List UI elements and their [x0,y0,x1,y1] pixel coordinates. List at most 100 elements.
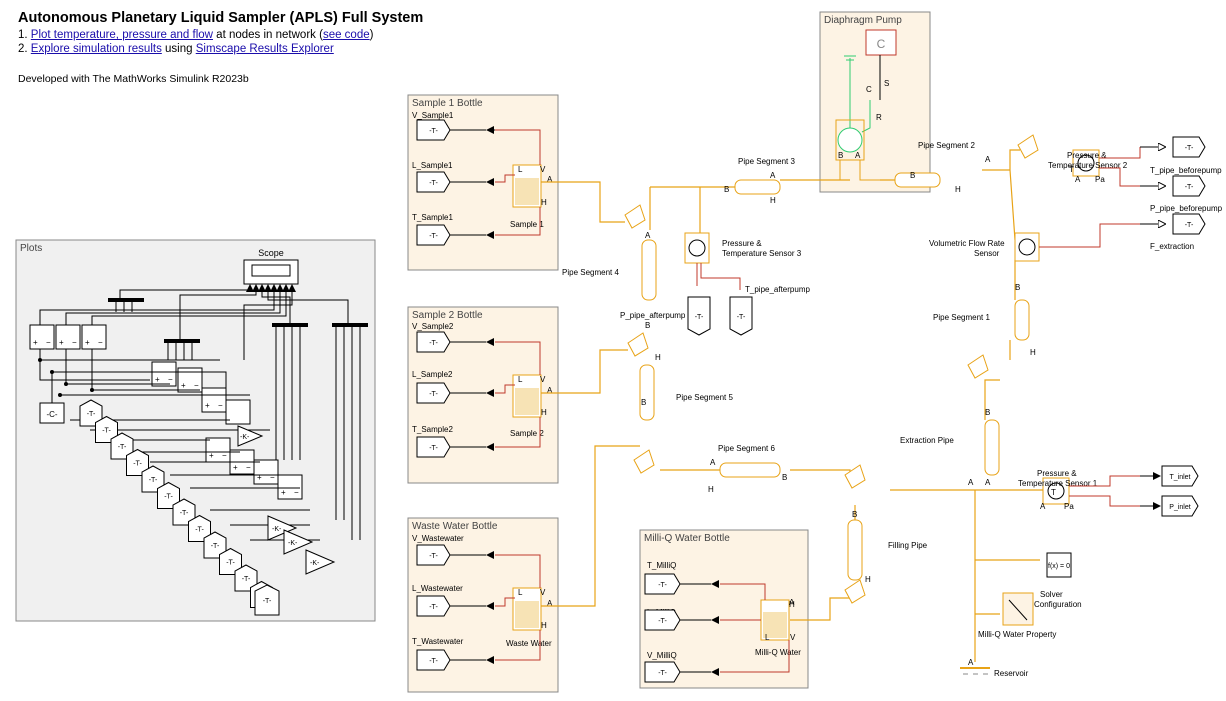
svg-text:B: B [852,510,857,519]
property-label: Milli-Q Water Property [978,630,1056,639]
l-sample1-label: L_Sample1 [412,161,453,170]
seg3-label: Pipe Segment 3 [738,157,795,166]
svg-text:H: H [655,353,661,362]
svg-text:A: A [968,478,974,487]
svg-text:A: A [985,155,991,164]
t-pipe-after-goto: -T- [730,297,752,335]
v-milliq-label: V_MilliQ [647,651,677,660]
svg-text:+: + [155,375,160,384]
svg-text:-T-: -T- [211,543,220,550]
svg-text:-T-: -T- [195,527,204,534]
svg-text:Sample 2 Bottle: Sample 2 Bottle [412,310,483,321]
reservoir-label: Reservoir [994,669,1029,678]
svg-text:V: V [540,375,546,384]
svg-text:Milli-Q Water: Milli-Q Water [755,648,801,657]
svg-text:C: C [877,37,886,51]
svg-text:−: − [46,338,51,347]
l-sample2-goto: -T- [417,383,450,403]
svg-text:-T-: -T- [658,618,667,625]
svg-text:+: + [205,401,210,410]
svg-text:B: B [910,171,915,180]
l-sample2-label: L_Sample2 [412,370,453,379]
svg-text:A: A [855,151,861,160]
l-milliq-goto: -T- [645,610,680,630]
svg-text:H: H [541,621,547,630]
sensor3-label-b: Temperature Sensor 3 [722,249,802,258]
svg-text:−: − [98,338,103,347]
svg-text:V: V [540,588,546,597]
svg-text:-T-: -T- [658,582,667,589]
svg-text:-T-: -T- [429,128,438,135]
svg-text:S: S [884,79,889,88]
seg6-label: Pipe Segment 6 [718,444,775,453]
f-extraction-label: F_extraction [1150,242,1194,251]
svg-text:A: A [547,175,553,184]
svg-text:Waste Water: Waste Water [506,639,552,648]
svg-text:A: A [547,386,553,395]
svg-text:+: + [33,338,38,347]
svg-text:T: T [1069,165,1074,174]
plots-subsystem[interactable]: Plots Scope [16,240,375,621]
svg-text:C: C [866,85,872,94]
solver-label-a: Solver [1040,590,1063,599]
svg-text:B: B [1015,283,1020,292]
svg-text:A: A [985,478,991,487]
svg-text:H: H [541,408,547,417]
p-pipe-before-goto: -T- [1173,176,1205,196]
svg-text:L: L [518,165,523,174]
solver-label-b: Configuration [1034,600,1082,609]
p-pipe-after-label: P_pipe_afterpump [620,311,686,320]
t-pipe-before-goto: -T- [1173,137,1205,157]
svg-text:B: B [838,151,843,160]
svg-text:Milli-Q Water Bottle: Milli-Q Water Bottle [644,533,730,544]
svg-text:Pa: Pa [1064,502,1074,511]
svg-text:H: H [955,185,961,194]
svg-text:-T-: -T- [429,340,438,347]
filling-label: Filling Pipe [888,541,928,550]
svg-text:-T-: -T- [695,314,704,321]
svg-text:-T-: -T- [1185,184,1194,191]
svg-text:−: − [270,473,275,482]
svg-text:H: H [1030,348,1036,357]
svg-text:L: L [765,633,770,642]
svg-text:H: H [708,485,714,494]
svg-text:-T-: -T- [429,553,438,560]
svg-text:-K-: -K- [240,434,250,441]
svg-text:+: + [85,338,90,347]
t-sample2-label: T_Sample2 [412,425,453,434]
p-pipe-before-label: P_pipe_beforepump [1150,204,1223,213]
v-waste-goto: -T- [417,545,450,565]
t-waste-goto: -T- [417,650,450,670]
svg-text:H: H [770,196,776,205]
v-sample1-goto: -T- [417,120,450,140]
v-waste-label: V_Wastewater [412,534,464,543]
constant-block[interactable]: -C- [40,403,64,423]
svg-text:B: B [641,398,646,407]
svg-text:-T-: -T- [429,445,438,452]
seg5-label: Pipe Segment 5 [676,393,733,402]
svg-text:-T-: -T- [164,494,173,501]
svg-text:f(x) = 0: f(x) = 0 [1048,563,1070,570]
svg-text:T_inlet: T_inlet [1169,474,1190,481]
reservoir-symbol [960,668,990,674]
svg-text:-K-: -K- [288,540,298,547]
svg-text:A: A [968,658,974,667]
svg-text:H: H [541,198,547,207]
svg-text:−: − [72,338,77,347]
flow-label-b: Sensor [974,249,1000,258]
svg-text:V: V [790,633,796,642]
svg-text:H: H [865,575,871,584]
svg-text:-T-: -T- [1185,222,1194,229]
svg-text:-T-: -T- [118,444,127,451]
svg-text:A: A [710,458,716,467]
svg-text:B: B [645,321,650,330]
t-sample1-goto: -T- [417,225,450,245]
svg-text:A: A [1040,502,1046,511]
svg-text:-T-: -T- [429,233,438,240]
svg-text:P_inlet: P_inlet [1169,504,1190,511]
sensor2-label-b: Temperature Sensor 2 [1048,161,1128,170]
extraction-label: Extraction Pipe [900,436,954,445]
sensor3-label-a: Pressure & [722,239,762,248]
p-pipe-after-goto: -T- [688,297,710,335]
